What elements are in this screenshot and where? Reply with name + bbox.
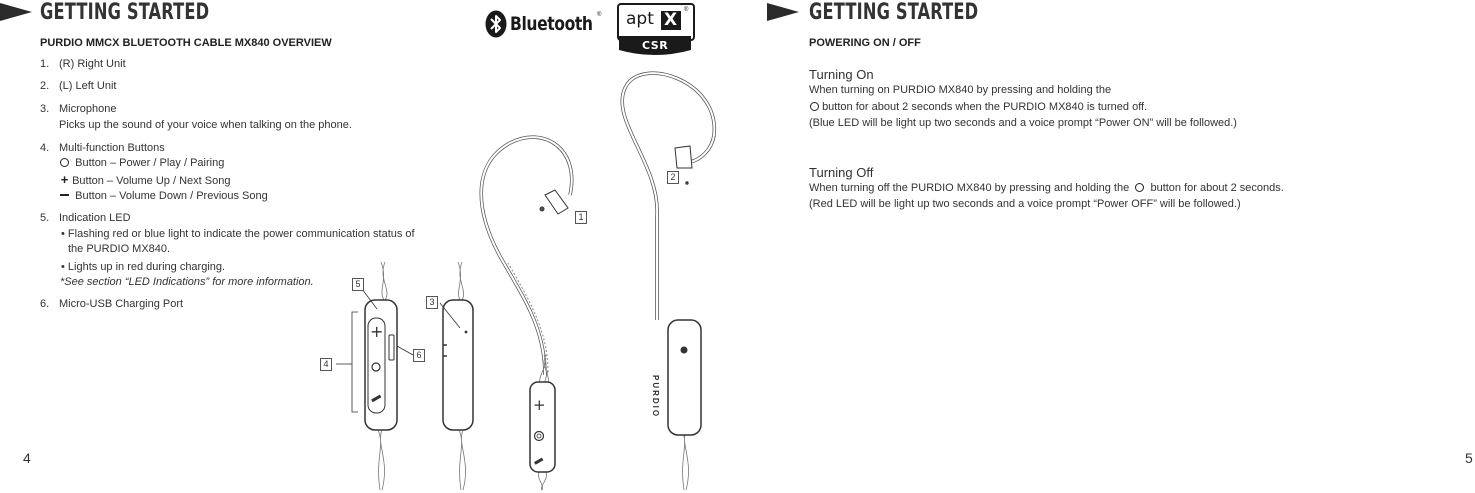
item-number: 4. xyxy=(40,142,50,154)
item-multifunction-buttons: Multi-function Buttons xyxy=(59,142,165,154)
left-unit-ear-hook xyxy=(620,71,716,320)
remote-assembled: + xyxy=(529,381,556,473)
turning-off-title: Turning Off xyxy=(809,165,874,180)
page-number-right: 5 xyxy=(1465,450,1473,466)
callout-2: 2 xyxy=(667,171,679,184)
aptx-registered-mark: ® xyxy=(684,7,689,13)
led-bullet-1-cont: the PURDIO MX840. xyxy=(68,243,171,255)
aptx-text: apt xyxy=(626,9,654,29)
registered-mark: ® xyxy=(597,12,602,18)
right-heading: GETTING STARTED xyxy=(809,0,979,25)
turning-off-line1-row: When turning off the PURDIO MX840 by pre… xyxy=(809,182,1284,195)
turning-off-line2: (Red LED will be light up two seconds an… xyxy=(809,198,1241,210)
svg-text:+: + xyxy=(370,322,383,341)
minus-icon xyxy=(60,193,69,196)
remote-front-view: + xyxy=(364,299,398,431)
item-number: 1. xyxy=(40,58,50,70)
power-button-row: Button – Power / Play / Pairing xyxy=(60,157,224,170)
aptx-x: X xyxy=(664,10,678,30)
bluetooth-wordmark: Bluetooth xyxy=(510,13,593,35)
item-charging-port: Micro-USB Charging Port xyxy=(59,298,184,310)
led-bullet-2: • Lights up in red during charging. xyxy=(61,261,226,273)
callout-4: 4 xyxy=(320,358,332,371)
right-unit-ear-hook xyxy=(479,135,574,376)
powering-subheading: POWERING ON / OFF xyxy=(809,37,921,49)
item-microphone: Microphone xyxy=(59,103,117,115)
item-indication-led: Indication LED xyxy=(59,212,131,224)
callout-6: 6 xyxy=(413,349,425,362)
heading-arrow-icon xyxy=(767,3,799,21)
power-circle-icon xyxy=(60,158,69,167)
volume-up-label: Button – Volume Up / Next Song xyxy=(72,175,231,187)
led-note: *See section “LED Indications” for more … xyxy=(60,276,314,288)
item-number: 5. xyxy=(40,212,50,224)
turning-on-line3: (Blue LED will be light up two seconds a… xyxy=(809,117,1237,129)
aptx-csr-logo: apt X ® CSR xyxy=(617,3,695,59)
csr-banner xyxy=(619,36,691,55)
battery-pod xyxy=(667,319,702,436)
remote-side-view xyxy=(442,299,474,431)
power-circle-icon xyxy=(1135,183,1145,192)
plus-icon: + xyxy=(60,172,69,187)
callout-3: 3 xyxy=(426,296,438,309)
csr-text: CSR xyxy=(642,39,669,52)
turning-off-line1a: When turning off the PURDIO MX840 by pre… xyxy=(809,182,1130,194)
purdio-brand-on-pod: PURDIO xyxy=(651,375,660,419)
page-number-left: 4 xyxy=(23,450,31,466)
microphone-detail: Picks up the sound of your voice when ta… xyxy=(59,119,352,131)
turning-off-line1b: button for about 2 seconds. xyxy=(1150,182,1284,194)
bluetooth-logo: Bluetooth ® xyxy=(485,10,605,40)
item-right-unit: (R) Right Unit xyxy=(59,58,126,70)
bluetooth-icon xyxy=(485,10,507,38)
turning-on-title: Turning On xyxy=(809,67,874,82)
svg-text:+: + xyxy=(533,396,546,414)
item-number: 2. xyxy=(40,80,50,92)
volume-down-row: Button – Volume Down / Previous Song xyxy=(60,190,268,203)
power-button-label: Button – Power / Play / Pairing xyxy=(75,157,225,169)
callout-5: 5 xyxy=(352,278,364,291)
power-circle-icon xyxy=(810,102,819,111)
heading-arrow-icon xyxy=(0,3,32,21)
left-heading: GETTING STARTED xyxy=(40,0,210,25)
callout-1: 1 xyxy=(575,211,587,224)
turning-on-line2: button for about 2 seconds when the PURD… xyxy=(822,101,1148,113)
item-left-unit: (L) Left Unit xyxy=(59,80,117,92)
volume-down-label: Button – Volume Down / Previous Song xyxy=(75,190,268,202)
item-number: 6. xyxy=(40,298,50,310)
aptx-x-box xyxy=(661,11,681,30)
volume-up-row: + Button – Volume Up / Next Song xyxy=(60,172,231,188)
turning-on-line2-row: button for about 2 seconds when the PURD… xyxy=(810,101,1147,114)
callout-lines xyxy=(336,288,461,413)
overview-subheading: PURDIO MMCX BLUETOOTH CABLE MX840 OVERVI… xyxy=(40,37,332,49)
led-bullet-1: • Flashing red or blue light to indicate… xyxy=(61,228,415,240)
item-number: 3. xyxy=(40,103,50,115)
product-illustration: + + xyxy=(336,71,716,490)
turning-on-line1: When turning on PURDIO MX840 by pressing… xyxy=(809,84,1112,96)
